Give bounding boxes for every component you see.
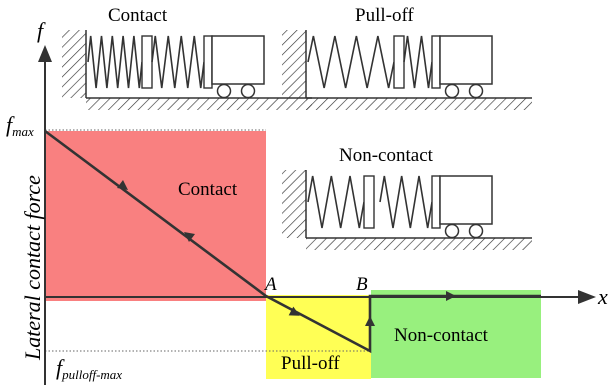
spring-coil — [87, 35, 143, 89]
noncontact-schematic-title: Non-contact — [339, 145, 434, 166]
floor-hatch — [86, 98, 312, 110]
contact-plate — [203, 35, 213, 89]
fmax-label: fmax — [6, 112, 34, 139]
curve-arrow-down-2 — [288, 306, 300, 316]
y-axis-symbol: f — [37, 18, 46, 43]
pulloff-region-label: Pull-off — [281, 353, 340, 374]
contact-schematic-title: Contact — [108, 5, 168, 26]
curve-arrow-up-3 — [365, 316, 375, 326]
cart-body — [439, 35, 493, 85]
spring-plate — [393, 35, 405, 89]
cart-wheel — [444, 223, 460, 239]
x-axis-symbol: x — [597, 284, 608, 309]
spring-coil — [307, 175, 365, 229]
cart-wheel — [468, 83, 484, 99]
curve-arrow-down-1 — [116, 180, 128, 191]
y-axis-arrowhead — [38, 45, 52, 62]
x-axis-arrowhead — [578, 290, 596, 304]
left-wall-hatch — [282, 30, 306, 98]
noncontact-schematic — [282, 170, 532, 250]
pulloff-schematic-title: Pull-off — [355, 5, 414, 26]
curve-arrow-right — [446, 291, 456, 301]
left-wall-hatch — [282, 170, 306, 238]
contact-plate — [431, 35, 441, 89]
cart-wheel — [216, 83, 232, 99]
noncontact-region — [371, 290, 541, 378]
floor-hatch — [306, 98, 532, 110]
fpulloff-label: fpulloff-max — [56, 355, 122, 382]
spring-coil — [307, 35, 395, 89]
spring-plate — [363, 175, 375, 229]
floor-hatch — [306, 238, 532, 250]
curve-arrow-up-1 — [184, 231, 196, 242]
y-axis-title: Lateral contact force — [20, 175, 45, 361]
cart-wheel — [468, 223, 484, 239]
cart-wheel — [240, 83, 256, 99]
spring-coil — [151, 35, 205, 89]
spring-plate — [141, 35, 153, 89]
pulloff-schematic — [282, 30, 532, 110]
pulloff-region — [266, 295, 371, 379]
spring-coil — [379, 175, 433, 229]
noncontact-region-label: Non-contact — [394, 325, 489, 346]
left-wall-hatch — [62, 30, 86, 98]
cart-body — [211, 35, 265, 85]
curve-direction-arrows — [116, 180, 456, 326]
point-a-label: A — [263, 274, 277, 295]
cart-wheel — [444, 83, 460, 99]
cart-body — [439, 175, 493, 225]
contact-region-label: Contact — [178, 179, 238, 200]
contact-schematic — [62, 30, 312, 110]
point-b-label: B — [356, 274, 368, 295]
spring-coil — [403, 35, 433, 89]
contact-plate — [431, 175, 441, 229]
